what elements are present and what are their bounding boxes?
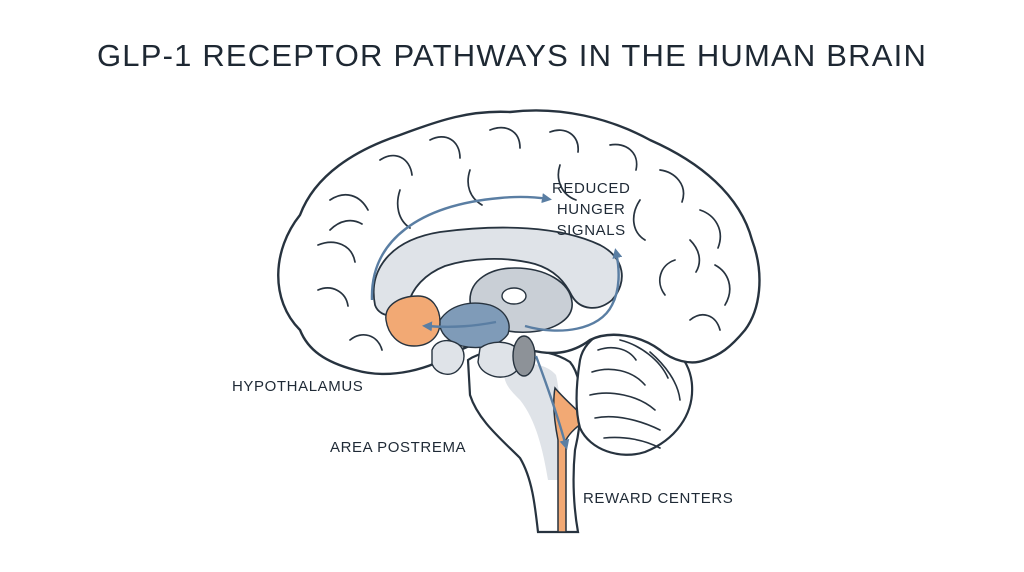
arrow-to-reward-centers <box>534 355 570 450</box>
cerebellum-folds <box>589 339 681 449</box>
label-reward-centers: REWARD CENTERS <box>583 490 734 507</box>
label-area-postrema: AREA POSTREMA <box>330 439 467 456</box>
thalamus-nucleus <box>501 287 527 305</box>
hypothalamus-structure <box>385 295 441 347</box>
label-reduced-hunger-line3: SIGNALS <box>556 222 626 239</box>
arrow-to-hypothalamus <box>422 320 497 332</box>
label-reduced-hunger-line1: REDUCED <box>552 180 631 197</box>
gyri-folds <box>317 126 731 351</box>
label-hypothalamus: HYPOTHALAMUS <box>232 378 364 395</box>
brainstem-core <box>504 363 562 480</box>
arrow-loop-back <box>524 248 623 332</box>
corpus-callosum <box>372 226 623 317</box>
label-reduced-hunger-signals: REDUCED HUNGER SIGNALS <box>552 178 630 241</box>
label-reduced-hunger-line2: HUNGER <box>556 201 626 218</box>
pituitary-region <box>431 339 465 375</box>
area-postrema-structure <box>512 335 536 377</box>
diagram-title: GLP-1 RECEPTOR PATHWAYS IN THE HUMAN BRA… <box>96 38 928 73</box>
arrow-to-reduced-hunger <box>370 193 552 301</box>
